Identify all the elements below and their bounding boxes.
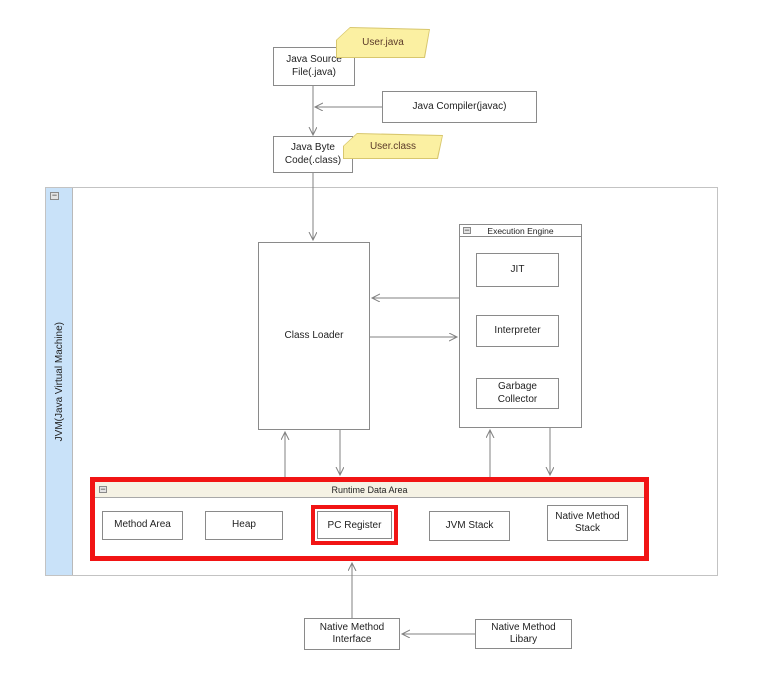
box-java-compiler[interactable]: Java Compiler(javac): [382, 91, 537, 123]
note-user-java[interactable]: User.java: [336, 27, 430, 58]
box-jvm-stack[interactable]: JVM Stack: [429, 511, 510, 541]
execution-engine-title-bar: Execution Engine: [460, 225, 581, 237]
runtime-data-area-container[interactable]: Runtime Data Area − Method Area Heap PC …: [90, 477, 649, 561]
jvm-title: JVM(Java Virtual Machine): [53, 321, 65, 442]
runtime-data-area-title: Runtime Data Area: [331, 484, 408, 495]
jvm-title-bar: JVM(Java Virtual Machine): [46, 188, 73, 575]
collapse-jvm-button[interactable]: −: [50, 192, 59, 200]
box-interpreter[interactable]: Interpreter: [476, 315, 559, 347]
box-heap[interactable]: Heap: [205, 511, 283, 540]
box-native-method-stack[interactable]: Native Method Stack: [547, 505, 628, 541]
pc-register-highlight[interactable]: PC Register: [311, 505, 398, 545]
box-jit[interactable]: JIT: [476, 253, 559, 287]
execution-engine-title: Execution Engine: [487, 225, 554, 236]
box-java-byte-code[interactable]: Java Byte Code(.class): [273, 136, 353, 173]
box-pc-register[interactable]: PC Register: [317, 511, 392, 539]
note-user-class-text: User.class: [344, 134, 442, 158]
box-native-method-library[interactable]: Native Method Libary: [475, 619, 572, 649]
collapse-runtime-data-area-button[interactable]: −: [99, 486, 107, 493]
note-user-class[interactable]: User.class: [343, 133, 443, 159]
note-user-java-text: User.java: [337, 28, 429, 57]
box-native-method-interface[interactable]: Native Method Interface: [304, 618, 400, 650]
collapse-execution-engine-button[interactable]: −: [463, 227, 471, 234]
execution-engine-container[interactable]: Execution Engine − JIT Interpreter Garba…: [459, 224, 582, 428]
box-class-loader[interactable]: Class Loader: [258, 242, 370, 430]
runtime-data-area-title-bar: Runtime Data Area: [95, 482, 644, 498]
box-garbage-collector[interactable]: Garbage Collector: [476, 378, 559, 409]
box-method-area[interactable]: Method Area: [102, 511, 183, 540]
